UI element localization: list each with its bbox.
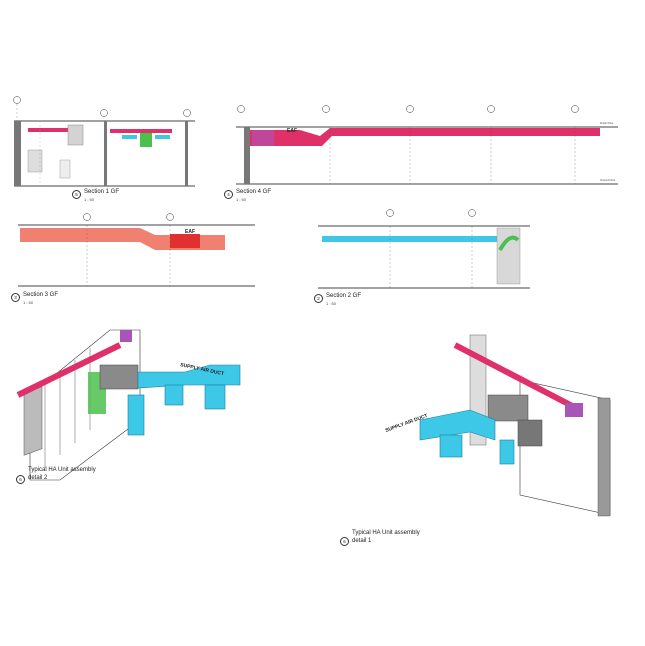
section-3-scale: 1 : 50 xyxy=(23,300,34,305)
finish-floor-tag: Finish Floor xyxy=(600,121,614,125)
ground-floor-tag: Ground Floor xyxy=(600,178,615,182)
supply-duct-run xyxy=(322,236,497,242)
supply-duct-d1 xyxy=(419,409,496,441)
section-4-title: Section 4 GF xyxy=(236,189,272,195)
ha-unit xyxy=(140,133,152,147)
section-4-drawing: EAF xyxy=(236,126,618,185)
section-1-title: Section 1 GF xyxy=(84,189,120,195)
section-1-number: 5 xyxy=(72,190,81,199)
section-1-drawing xyxy=(14,120,195,187)
exhaust-duct-run xyxy=(250,128,600,146)
section-2-scale: 1 : 50 xyxy=(326,301,337,306)
detail-2-title-line2: detail 2 xyxy=(28,475,48,481)
section-3-drawing: EAF xyxy=(18,224,255,287)
eaf-tag: EAF xyxy=(287,128,297,134)
wall-section xyxy=(597,397,611,517)
detail-2-title-line1: Typical HA Unit assembly xyxy=(28,467,96,473)
section-2-drawing xyxy=(318,225,530,289)
ha-unit-box xyxy=(99,364,139,390)
section-2-number: 2 xyxy=(314,294,323,303)
eaf-tag-s3: EAF xyxy=(185,229,195,235)
section-4-scale: 1 : 50 xyxy=(236,197,247,202)
section-4-number: 4 xyxy=(224,190,233,199)
section-3-title: Section 3 GF xyxy=(23,292,59,298)
detail-2-number: 6 xyxy=(16,475,25,484)
section-2-title: Section 2 GF xyxy=(326,293,362,299)
section-1-scale: 1 : 50 xyxy=(84,197,95,202)
detail-1-isometric: SUPPLY AIR DUCT xyxy=(385,334,611,517)
detail-1-title-line2: detail 1 xyxy=(352,538,372,544)
supply-duct xyxy=(137,364,241,389)
detail-1-number: 6 xyxy=(340,537,349,546)
exhaust-duct xyxy=(28,128,68,132)
section-3-number: 3 xyxy=(11,293,20,302)
detail-1-title-line1: Typical HA Unit assembly xyxy=(352,530,420,536)
detail-2-isometric: SUPPLY AIR DUCT xyxy=(16,329,241,481)
wall-left xyxy=(14,121,21,186)
